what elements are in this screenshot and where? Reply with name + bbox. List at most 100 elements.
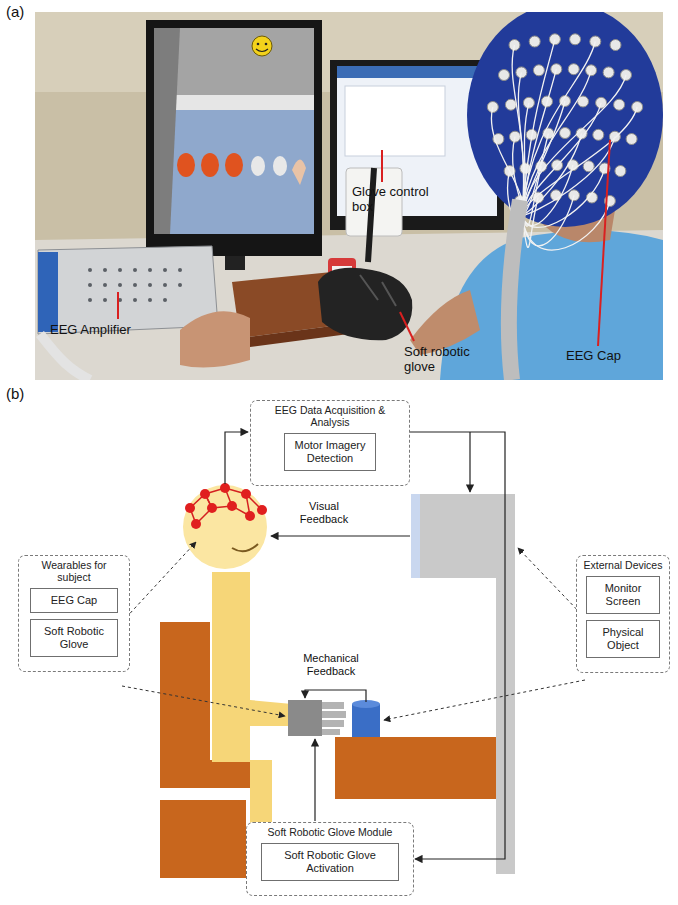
callout-leader — [400, 312, 414, 341]
signal-arrow — [469, 432, 470, 492]
photo — [88, 298, 92, 302]
photo — [180, 311, 250, 367]
photo — [154, 28, 314, 234]
electrode-wire — [522, 165, 573, 225]
pointer-arrow — [384, 680, 585, 720]
photo — [154, 95, 314, 110]
photo — [88, 268, 92, 272]
pointer-arrow — [122, 542, 585, 720]
photo — [163, 298, 167, 302]
photo — [103, 268, 107, 272]
subject-figure — [212, 572, 250, 762]
electrode — [603, 67, 614, 78]
electrode-wire — [522, 107, 637, 215]
photo — [103, 298, 107, 302]
panel-label: (b) — [6, 386, 24, 401]
photo — [509, 200, 520, 380]
subject-figure — [207, 503, 217, 513]
electrode-wire — [512, 45, 523, 215]
photo — [256, 49, 268, 52]
callout-label: EEG Amplifier — [50, 322, 160, 337]
glove-and-object — [288, 700, 511, 799]
subject-figure — [232, 544, 258, 551]
electrode — [615, 166, 626, 177]
group-title: EEG Data Acquisition & Analysis — [257, 404, 403, 428]
electrode — [593, 129, 604, 140]
signal-arrow — [314, 739, 315, 821]
photo — [337, 66, 497, 78]
group-box: Wearables for subjectEEG CapSoft Robotic… — [18, 555, 130, 672]
glove-and-object — [322, 711, 346, 718]
electrode — [505, 99, 516, 110]
electrode — [626, 134, 637, 145]
glove-and-object — [322, 702, 344, 709]
subject-figure — [257, 505, 267, 515]
electrode-wire — [518, 72, 524, 215]
group-box: External DevicesMonitor ScreenPhysical O… — [576, 555, 670, 673]
monitor-figure — [411, 494, 515, 874]
photo — [103, 283, 107, 287]
electrode-wire — [522, 134, 582, 216]
subject-figure — [190, 488, 262, 524]
glove-and-object — [322, 729, 340, 735]
subject-figure — [185, 503, 195, 513]
electrode — [529, 36, 540, 47]
photo — [178, 268, 182, 272]
process-box: Soft Robotic Glove — [30, 619, 118, 657]
photo — [273, 156, 287, 176]
photo — [467, 12, 663, 227]
connector-arrow — [410, 432, 505, 859]
callout-leader — [118, 140, 610, 346]
process-box: EEG Cap — [30, 588, 118, 613]
photo — [360, 275, 396, 306]
pointer-arrow — [122, 542, 196, 622]
group-title: Soft Robotic Glove Module — [253, 826, 407, 838]
pointer-arrow — [518, 548, 585, 618]
photo — [251, 156, 265, 176]
photo — [201, 153, 219, 177]
callout-leader — [598, 140, 610, 346]
subject-figure — [220, 483, 230, 493]
panel-label: (a) — [6, 4, 24, 19]
subject-figure — [183, 485, 267, 569]
signal-arrow — [225, 432, 248, 484]
process-box: Soft Robotic Glove Activation — [261, 843, 399, 881]
photo — [163, 268, 167, 272]
electrode-wire — [522, 137, 615, 215]
feedback-label: Mechanical Feedback — [290, 652, 372, 678]
photo — [292, 159, 306, 185]
subject-figure — [227, 501, 237, 511]
subject-figure — [160, 800, 246, 878]
subject-figure — [200, 489, 210, 499]
photo — [35, 12, 663, 380]
subject-figure — [160, 483, 292, 878]
subject-figure — [185, 483, 267, 529]
electrode-wire — [491, 107, 523, 215]
photo — [345, 86, 445, 156]
photo — [154, 28, 180, 234]
electrode-wire — [522, 42, 595, 216]
electrode — [610, 40, 621, 51]
photo — [177, 153, 306, 185]
photo — [148, 268, 152, 272]
box-text: Monitor Screen — [591, 582, 655, 608]
photo — [35, 12, 663, 380]
subject-figure — [191, 519, 201, 529]
electrode — [570, 34, 581, 45]
feedback-label: Visual Feedback — [292, 500, 356, 526]
signal-arrow — [305, 690, 366, 702]
callout-leader — [117, 292, 119, 319]
electrode — [614, 99, 625, 110]
photo — [178, 283, 182, 287]
electrode — [560, 128, 571, 139]
photo — [88, 283, 92, 287]
photo — [177, 153, 195, 177]
electrode — [533, 65, 544, 76]
group-title: External Devices — [583, 559, 663, 571]
glove-and-object — [335, 737, 511, 799]
pointer-arrow — [122, 686, 285, 716]
photo — [146, 20, 322, 256]
photo — [40, 334, 90, 380]
photo — [148, 283, 152, 287]
